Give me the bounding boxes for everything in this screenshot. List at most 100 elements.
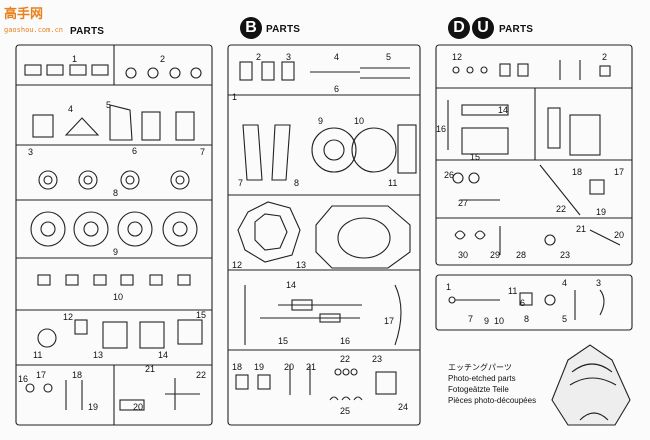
- b-label-2: 2: [256, 52, 261, 62]
- sprue-a-row7: [25, 378, 200, 411]
- b-label-23: 23: [372, 354, 382, 364]
- a-label-19: 19: [88, 402, 98, 412]
- sprue-d-row2: [447, 100, 601, 156]
- b-label-22: 22: [340, 354, 350, 364]
- a-label-7: 7: [200, 147, 205, 157]
- sprue-a-row5: [37, 274, 191, 286]
- b-label-4: 4: [334, 52, 339, 62]
- sprue-b-frame: [227, 44, 421, 426]
- du-label-19: 19: [596, 207, 606, 217]
- sprue-d-letter: D: [448, 17, 470, 39]
- u-label-3: 3: [596, 278, 601, 288]
- a-label-15: 15: [196, 310, 206, 320]
- photo-etched-jp: エッチングパーツ: [448, 363, 512, 372]
- sprue-b-row5: [235, 365, 397, 401]
- du-label-23: 23: [560, 250, 570, 260]
- sprue-a-row3-wheels: [38, 170, 190, 190]
- b-label-1: 1: [232, 92, 237, 102]
- a-label-6: 6: [132, 146, 137, 156]
- sprue-u-parts: [448, 289, 605, 320]
- a-label-20: 20: [133, 402, 143, 412]
- u-label-9: 9: [484, 316, 489, 326]
- b-label-13: 13: [296, 260, 306, 270]
- b-label-25: 25: [340, 406, 350, 416]
- sprue-b-row2: [242, 124, 417, 181]
- a-label-11: 11: [33, 350, 42, 360]
- du-label-18: 18: [572, 167, 582, 177]
- du-label-28: 28: [516, 250, 526, 260]
- a-label-9: 9: [113, 247, 118, 257]
- a-label-13: 13: [93, 350, 103, 360]
- b-label-14: 14: [286, 280, 296, 290]
- b-label-20: 20: [284, 362, 294, 372]
- du-label-15: 15: [470, 152, 480, 162]
- a-label-10: 10: [113, 292, 123, 302]
- u-label-10: 10: [494, 316, 504, 326]
- du-label-22: 22: [556, 204, 566, 214]
- photo-etched-fr: Pièces photo-découpées: [448, 396, 537, 405]
- a-label-17: 17: [36, 370, 46, 380]
- du-label-14: 14: [498, 105, 508, 115]
- sprue-a-header: PARTS: [70, 26, 105, 37]
- u-label-7: 7: [468, 314, 473, 324]
- du-label-26: 26: [444, 170, 454, 180]
- b-label-12: 12: [232, 260, 242, 270]
- sprue-a-row6: [37, 319, 203, 349]
- sprue-u-letter: U: [472, 17, 494, 39]
- sprue-a-row2: [32, 104, 195, 141]
- u-label-1: 1: [446, 282, 451, 292]
- a-label-1: 1: [72, 54, 77, 64]
- sprue-a-row1: [24, 64, 202, 79]
- b-label-18: 18: [232, 362, 242, 372]
- b-label-24: 24: [398, 402, 408, 412]
- a-label-5: 5: [106, 100, 111, 110]
- du-label-16: 16: [436, 124, 446, 134]
- b-label-7: 7: [238, 178, 243, 188]
- a-label-2: 2: [160, 54, 165, 64]
- du-label-21: 21: [576, 224, 586, 234]
- a-label-8: 8: [113, 188, 118, 198]
- watermark-logo: 高手网: [4, 7, 44, 22]
- u-label-5: 5: [562, 314, 567, 324]
- b-label-15: 15: [278, 336, 288, 346]
- sprue-d-frame: [435, 44, 633, 266]
- du-label-29: 29: [490, 250, 500, 260]
- a-label-12: 12: [63, 312, 73, 322]
- b-label-9: 9: [318, 116, 323, 126]
- a-label-16: 16: [18, 374, 28, 384]
- sprue-u-frame: [435, 274, 633, 331]
- sprue-du-header: PARTS: [499, 24, 534, 35]
- u-label-6: 6: [520, 298, 525, 308]
- sprue-a-row4-roadwheels: [30, 211, 198, 247]
- b-label-16: 16: [340, 336, 350, 346]
- b-label-3: 3: [286, 52, 291, 62]
- du-label-2: 2: [602, 52, 607, 62]
- u-label-8: 8: [524, 314, 529, 324]
- b-label-5: 5: [386, 52, 391, 62]
- du-label-27: 27: [458, 198, 468, 208]
- sprue-b-header: PARTS: [266, 24, 301, 35]
- b-label-6: 6: [334, 84, 339, 94]
- u-label-11: 11: [508, 286, 517, 296]
- sprue-b-row4: [244, 284, 402, 346]
- du-label-30: 30: [458, 250, 468, 260]
- a-label-4: 4: [68, 104, 73, 114]
- a-label-22: 22: [196, 370, 206, 380]
- b-label-17: 17: [384, 316, 394, 326]
- a-label-14: 14: [158, 350, 168, 360]
- du-label-17: 17: [614, 167, 624, 177]
- photo-etched-part: [551, 344, 631, 426]
- b-label-11: 11: [388, 178, 397, 188]
- photo-etched-en: Photo-etched parts: [448, 374, 516, 383]
- b-label-8: 8: [294, 178, 299, 188]
- watermark-url: gaoshou.com.cn: [4, 26, 64, 34]
- sprue-b-letter: B: [240, 17, 262, 39]
- b-label-21: 21: [306, 362, 316, 372]
- sprue-b-row3: [237, 201, 411, 269]
- sprue-d-row1: [452, 60, 611, 80]
- a-label-18: 18: [72, 370, 82, 380]
- sprue-d-row4: [454, 226, 621, 255]
- a-label-21: 21: [145, 364, 155, 374]
- du-label-20: 20: [614, 230, 624, 240]
